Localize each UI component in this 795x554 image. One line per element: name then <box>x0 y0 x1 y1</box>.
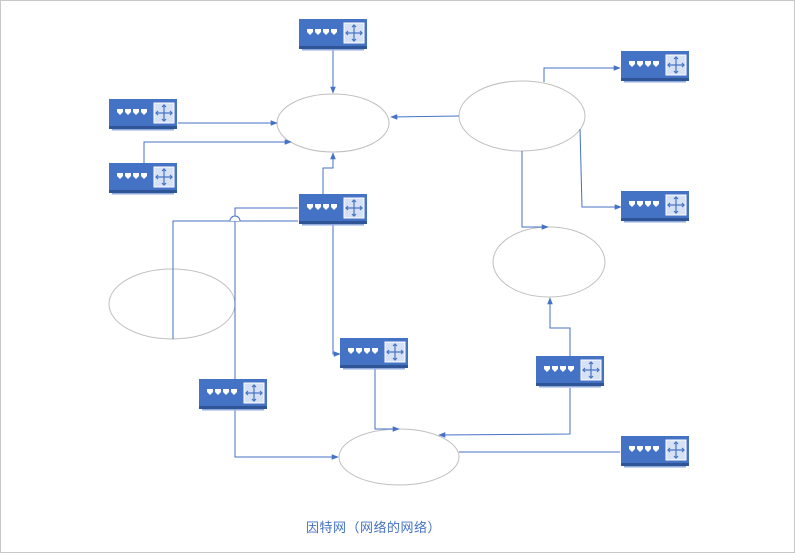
network-bottom <box>338 428 460 486</box>
router-icon <box>339 337 409 371</box>
router-icon <box>298 18 368 52</box>
router-icon <box>108 98 178 132</box>
router-icon <box>298 193 368 227</box>
link-net-right-top-r6 <box>543 65 621 82</box>
link-net-right-top-net-top <box>390 114 460 120</box>
link-r8-net-bottom <box>374 369 400 432</box>
router-icon <box>620 190 690 224</box>
network-left <box>108 268 236 340</box>
link-r4-r8 <box>332 222 341 357</box>
router-icon <box>620 435 690 469</box>
network-right-middle <box>492 226 606 298</box>
link-r10-net-bottom <box>438 388 571 438</box>
diagram-caption: 因特网（网络的网络） <box>305 521 441 536</box>
network-top <box>276 93 390 153</box>
link-net-right-top-r7 <box>579 128 622 210</box>
links <box>143 48 622 460</box>
router-icon <box>535 355 605 389</box>
network-right-top <box>458 80 586 152</box>
router-icon <box>108 162 178 196</box>
link-net-right-top-net-right-middle <box>521 151 549 230</box>
router-icon <box>620 50 690 84</box>
link-r4-net-top <box>322 152 336 194</box>
link-r4-net-left <box>172 220 298 339</box>
link-r10-net-right-middle <box>547 297 571 356</box>
link-crossing-hop <box>229 215 241 222</box>
link-r3-net-top <box>143 139 292 163</box>
router-icon <box>198 378 268 412</box>
link-r4-net-bottom <box>234 207 339 460</box>
